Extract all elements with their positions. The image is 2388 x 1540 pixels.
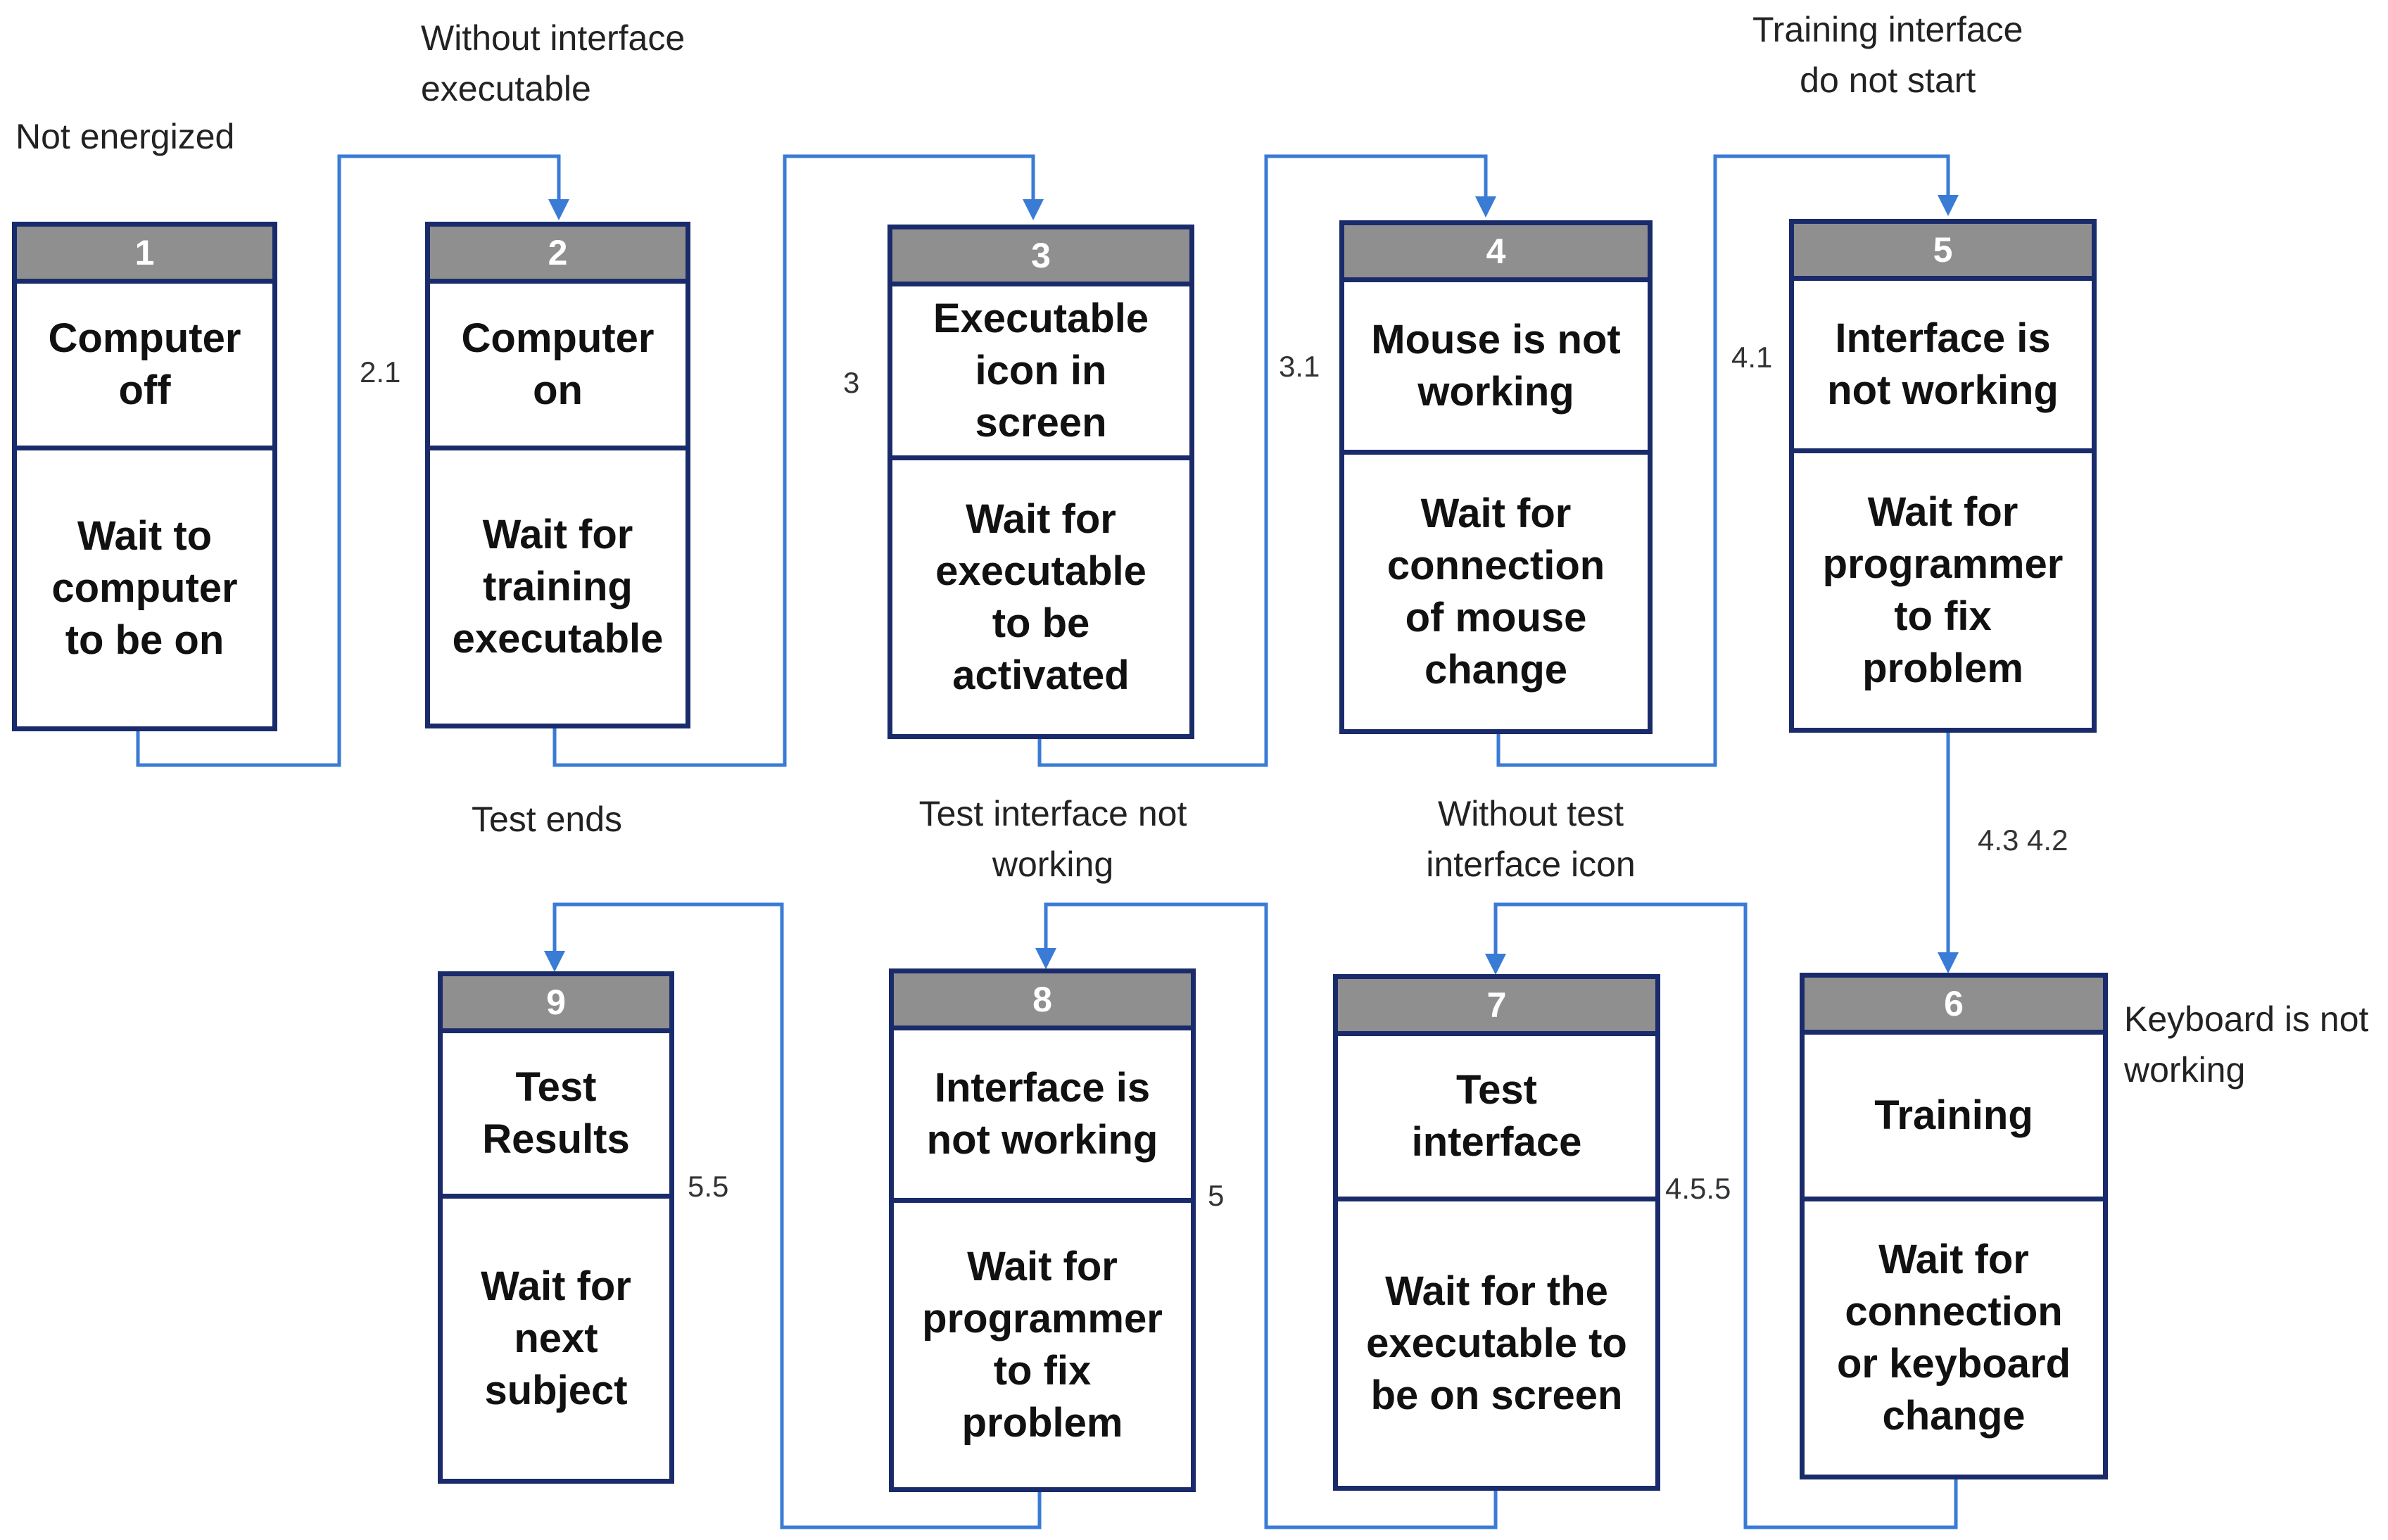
arrow-8-to-9 [544,902,1042,1529]
state-title: Computer on [430,284,686,450]
label-without-interface-executable: Without interface executable [421,18,686,108]
state-action: Wait for the executable to be on screen [1366,1268,1627,1418]
state-action: Wait to computer to be on [51,513,238,663]
state-2: 2 Computer on Wait for training executab… [425,222,690,728]
label-test-interface-not-working: Test interface not working [918,794,1187,884]
arrow-3-to-4 [1037,154,1496,767]
transition-number-7-8: 5 [1208,1179,1225,1212]
state-title: Mouse is not working [1344,282,1648,455]
transition-number-4-5: 4.1 [1731,341,1773,374]
state-number: 6 [1805,978,2103,1035]
state-title: Interface is not working [1794,281,2092,453]
state-title: Test interface [1338,1036,1655,1201]
state-title: Computer off [17,284,272,450]
label-test-ends: Test ends [472,800,623,839]
state-7: 7 Test interface Wait for the executable… [1333,974,1660,1491]
state-6: 6 Training Wait for connection or keyboa… [1800,973,2108,1479]
state-3: 3 Executable icon in screen Wait for exe… [887,225,1194,739]
state-4: 4 Mouse is not working Wait for connecti… [1339,220,1653,734]
state-title: Executable icon in screen [892,286,1189,460]
arrow-1-to-2 [136,154,569,767]
state-title: Training [1805,1035,2103,1201]
state-number: 4 [1344,225,1648,282]
transition-number-3-4: 3.1 [1279,350,1320,383]
arrow-4-to-5 [1496,154,1959,767]
state-action: Wait for connection or keyboard change [1837,1237,2071,1439]
state-action: Wait for programmer to fix problem [922,1244,1163,1446]
label-keyboard-not-working: Keyboard is not working [2124,999,2369,1090]
arrow-7-to-8 [1035,902,1498,1529]
transition-number-6-7: 4.5.5 [1665,1172,1731,1205]
label-without-test-interface-icon: Without test interface icon [1426,794,1636,884]
state-number: 3 [892,229,1189,286]
label-training-interface-not-start: Training interface do not start [1752,10,2023,100]
arrow-6-to-7 [1485,902,1958,1529]
state-1: 1 Computer off Wait to computer to be on [12,222,277,731]
transition-number-1-2: 2.1 [360,355,401,389]
state-number: 1 [17,227,272,284]
transition-number-8-9: 5.5 [688,1170,729,1203]
state-number: 9 [443,976,669,1033]
state-title: Interface is not working [894,1030,1191,1203]
state-number: 2 [430,227,686,284]
transition-number-5-6: 4.3 4.2 [1978,823,2068,857]
arrow-2-to-3 [552,154,1044,767]
state-5: 5 Interface is not working Wait for prog… [1789,219,2097,733]
transition-number-2-3: 3 [843,366,860,399]
state-action: Wait for programmer to fix problem [1822,489,2064,691]
state-action: Wait for executable to be activated [935,496,1146,698]
state-9: 9 Test Results Wait for next subject [438,971,674,1484]
state-number: 5 [1794,224,2092,281]
state-number: 7 [1338,979,1655,1036]
label-not-energized: Not energized [15,117,235,156]
state-8: 8 Interface is not working Wait for prog… [889,968,1196,1492]
state-number: 8 [894,973,1191,1030]
state-action: Wait for connection of mouse change [1386,491,1605,693]
state-action: Wait for next subject [481,1263,631,1413]
state-title: Test Results [443,1033,669,1199]
state-action: Wait for training executable [452,512,664,662]
